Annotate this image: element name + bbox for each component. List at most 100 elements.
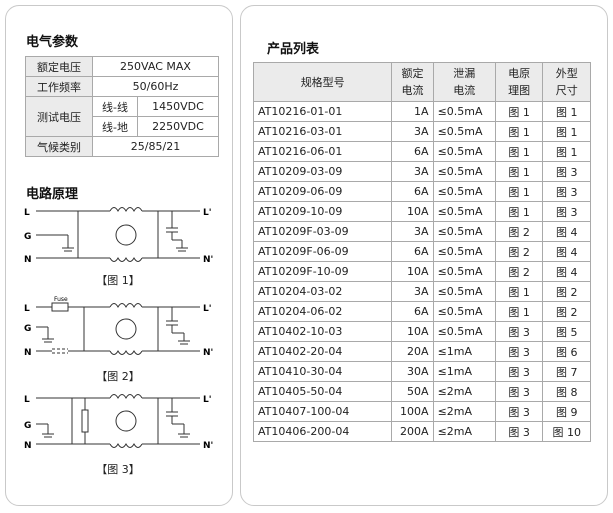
cell-outline: 图 4 [542, 221, 591, 242]
cell-model: AT10209F-06-09 [252, 241, 393, 262]
header-current: 额定电流 [391, 62, 434, 102]
cell-model: AT10402-10-03 [252, 321, 393, 342]
cell-model: AT10209-06-09 [252, 181, 393, 202]
cell-outline: 图 6 [542, 341, 591, 362]
cell-outline: 图 5 [542, 321, 591, 342]
cell-circuit: 图 3 [494, 321, 544, 342]
cell-current: 50A [391, 381, 434, 402]
cell-circuit: 图 1 [494, 101, 544, 122]
cell-outline: 图 1 [542, 101, 591, 122]
cell-model: AT10406-200-04 [252, 421, 393, 442]
cell-current: 10A [391, 201, 434, 222]
cell-leakage: ≤0.5mA [432, 121, 496, 142]
cell-current: 100A [391, 401, 434, 422]
fig2-node-L: L [24, 304, 30, 314]
electrical-title: 电气参数 [26, 35, 79, 50]
circuit-title: 电路原理 [26, 187, 79, 202]
climate-label: 气候类别 [25, 136, 93, 157]
cell-model: AT10216-06-01 [252, 141, 393, 162]
cell-outline: 图 10 [542, 421, 591, 442]
cell-leakage: ≤0.5mA [432, 221, 496, 242]
fig1-node-G: G [24, 232, 31, 242]
fig2-caption: 【图 2】 [96, 370, 140, 383]
fig2-fuse-label: Fuse [54, 296, 68, 303]
line-line-label: 线-线 [92, 96, 138, 117]
cell-leakage: ≤0.5mA [432, 281, 496, 302]
spec-row-rated-voltage: 额定电压 250VAC MAX [25, 56, 219, 77]
fig1-node-Lp: L' [203, 208, 212, 218]
cell-current: 10A [391, 321, 434, 342]
cell-outline: 图 3 [542, 201, 591, 222]
cell-model: AT10209-10-09 [252, 201, 393, 222]
spec-row-frequency: 工作频率 50/60Hz [25, 76, 219, 97]
line-line-value: 1450VDC [137, 96, 219, 117]
fig1-caption: 【图 1】 [96, 274, 140, 287]
fig3-caption: 【图 3】 [96, 463, 140, 476]
cell-leakage: ≤0.5mA [432, 181, 496, 202]
line-ground-value: 2250VDC [137, 116, 219, 137]
fig3-node-Np: N' [203, 441, 213, 451]
cell-model: AT10216-03-01 [252, 121, 393, 142]
cell-model: AT10405-50-04 [252, 381, 393, 402]
fig3-node-G: G [24, 421, 31, 431]
cell-leakage: ≤0.5mA [432, 301, 496, 322]
cell-outline: 图 3 [542, 181, 591, 202]
cell-model: AT10204-03-02 [252, 281, 393, 302]
cell-circuit: 图 1 [494, 141, 544, 162]
cell-model: AT10209F-10-09 [252, 261, 393, 282]
cell-current: 3A [391, 281, 434, 302]
frequency-value: 50/60Hz [92, 76, 219, 97]
fig3-node-L: L [24, 395, 30, 405]
cell-model: AT10407-100-04 [252, 401, 393, 422]
cell-leakage: ≤0.5mA [432, 241, 496, 262]
fig2-node-Np: N' [203, 348, 213, 358]
fig3-node-Lp: L' [203, 395, 212, 405]
cell-circuit: 图 3 [494, 421, 544, 442]
cell-circuit: 图 1 [494, 281, 544, 302]
cell-outline: 图 4 [542, 241, 591, 262]
fig1-node-L: L [24, 208, 30, 218]
fig1-node-N: N [24, 255, 32, 265]
product-table-header: 规格型号 额定电流 泄漏电流 电原理图 外型尺寸 [252, 62, 591, 102]
electrical-spec-table: 额定电压 250VAC MAX 工作频率 50/60Hz 测试电压 线-线 14… [25, 56, 219, 157]
cell-leakage: ≤2mA [432, 381, 496, 402]
cell-outline: 图 4 [542, 261, 591, 282]
cell-leakage: ≤2mA [432, 421, 496, 442]
cell-outline: 图 7 [542, 361, 591, 382]
circuit-diagram-2: Fuse L G N L' N' [24, 296, 213, 358]
circuit-diagram-3: L G N L' N' [24, 394, 213, 451]
cell-leakage: ≤0.5mA [432, 261, 496, 282]
cell-leakage: ≤2mA [432, 401, 496, 422]
cell-circuit: 图 1 [494, 181, 544, 202]
cell-circuit: 图 2 [494, 261, 544, 282]
cell-current: 10A [391, 261, 434, 282]
cell-outline: 图 2 [542, 301, 591, 322]
cell-current: 6A [391, 141, 434, 162]
cell-current: 20A [391, 341, 434, 362]
cell-outline: 图 1 [542, 141, 591, 162]
cell-circuit: 图 1 [494, 201, 544, 222]
cell-current: 30A [391, 361, 434, 382]
cell-current: 3A [391, 161, 434, 182]
header-circuit: 电原理图 [494, 62, 544, 102]
cell-model: AT10209F-03-09 [252, 221, 393, 242]
cell-model: AT10216-01-01 [252, 101, 393, 122]
cell-leakage: ≤0.5mA [432, 201, 496, 222]
cell-leakage: ≤1mA [432, 341, 496, 362]
cell-circuit: 图 3 [494, 381, 544, 402]
cell-leakage: ≤0.5mA [432, 141, 496, 162]
cell-model: AT10204-06-02 [252, 301, 393, 322]
cell-circuit: 图 1 [494, 121, 544, 142]
cell-current: 3A [391, 121, 434, 142]
cell-outline: 图 1 [542, 121, 591, 142]
cell-circuit: 图 1 [494, 161, 544, 182]
